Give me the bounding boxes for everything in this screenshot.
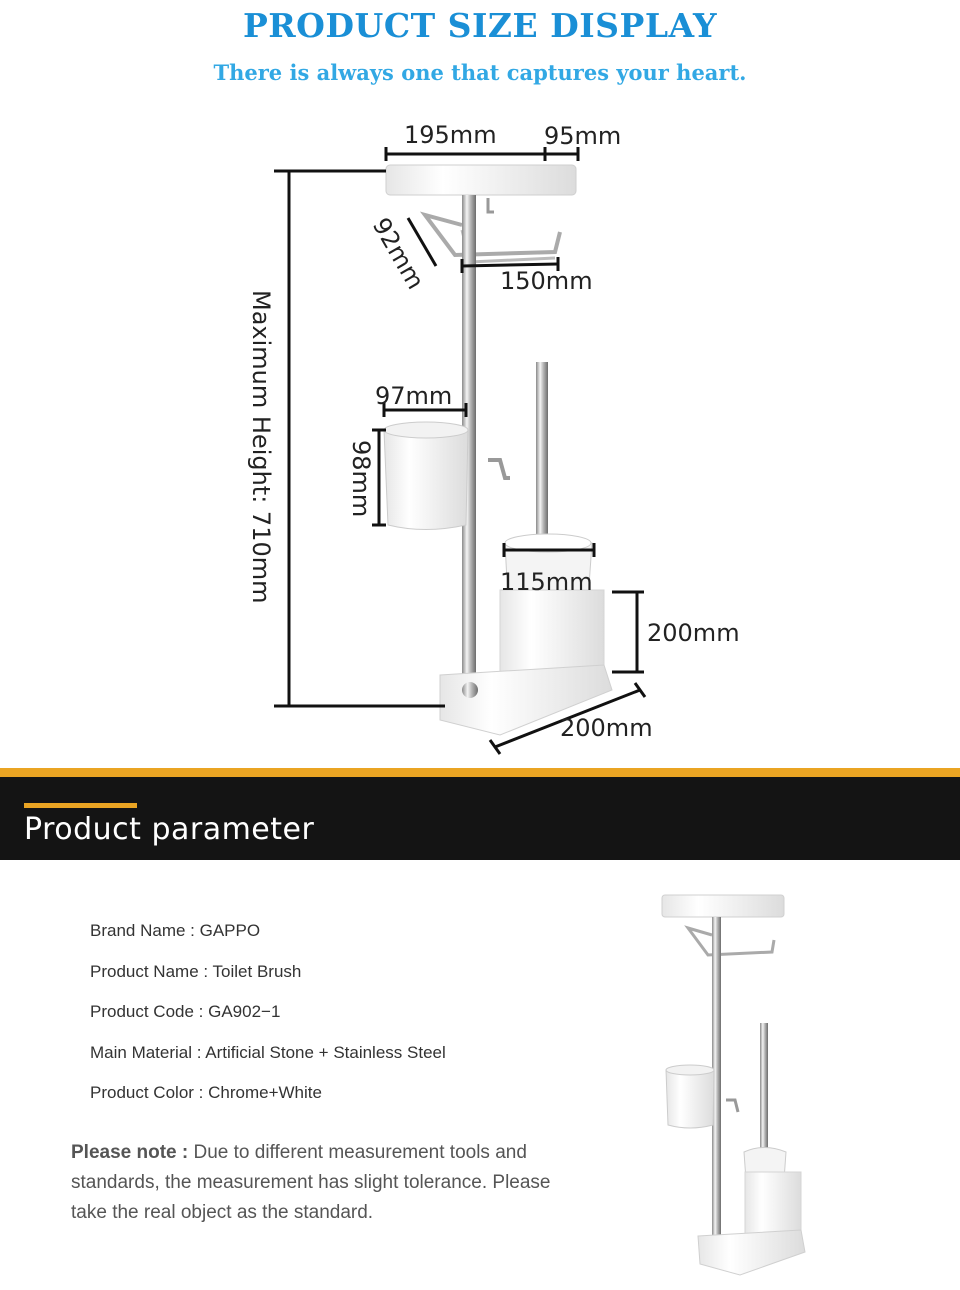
param-product-name: Product Name : Toilet Brush (90, 961, 302, 981)
section-title: Product parameter (24, 812, 315, 847)
parameter-list: Brand Name : GAPPO Product Name : Toilet… (90, 920, 446, 1123)
dim-cup-height: 98mm (347, 440, 375, 517)
param-label: Main Material (90, 1042, 193, 1062)
page-subtitle: There is always one that captures your h… (213, 60, 747, 85)
note-text: Due to different measurement tools and s… (71, 1142, 551, 1223)
param-label: Product Name (90, 961, 199, 981)
dimension-lines (274, 147, 647, 755)
dim-bowl-width: 115mm (500, 568, 593, 596)
param-label: Brand Name (90, 921, 186, 940)
param-value: GAPPO (199, 921, 261, 940)
dim-holder-depth: 92mm (367, 213, 430, 294)
param-color: Product Color : Chrome+White (90, 1083, 322, 1102)
param-product-code: Product Code : GA902−1 (90, 1002, 281, 1021)
param-value: Artificial Stone + Stainless Steel (205, 1042, 446, 1062)
product-illustration (383, 164, 613, 736)
page-title: PRODUCT SIZE DISPLAY (242, 6, 718, 45)
note-label: Please note : (71, 1142, 189, 1163)
product-size-diagram: 195mm 95mm 92mm 150mm Maximum Height: 71… (247, 121, 740, 755)
dim-shelf-depth: 95mm (544, 122, 621, 150)
section-banner: Product parameter (0, 768, 960, 860)
param-value: Chrome+White (208, 1083, 322, 1102)
dim-shelf-length: 195mm (404, 121, 497, 149)
param-value: GA902−1 (208, 1002, 281, 1021)
dim-base-height: 200mm (647, 619, 740, 647)
measurement-note: Please note : Due to different measureme… (71, 1138, 571, 1228)
dim-base-length: 200mm (560, 714, 653, 742)
param-brand: Brand Name : GAPPO (90, 921, 261, 940)
param-material: Main Material : Artificial Stone + Stain… (90, 1042, 446, 1062)
param-label: Product Color (90, 1083, 194, 1102)
param-label: Product Code (90, 1002, 194, 1021)
dim-cup-width: 97mm (375, 382, 452, 410)
product-photo (661, 894, 806, 1276)
banner-accent-bar (24, 803, 137, 808)
dim-max-height: Maximum Height: 710mm (247, 290, 275, 604)
param-value: Toilet Brush (212, 961, 302, 981)
dim-holder-width: 150mm (500, 267, 593, 295)
